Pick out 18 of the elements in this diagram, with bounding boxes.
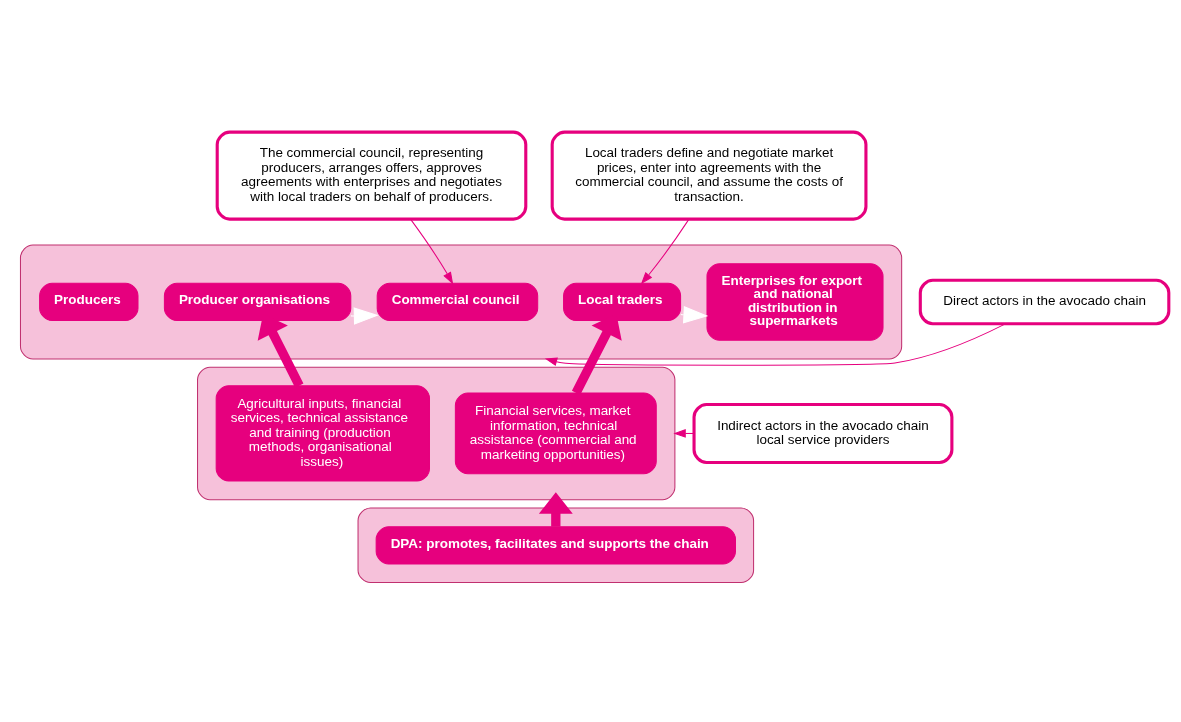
node-box: Producer organisations: [163, 282, 352, 321]
node-box: DPA: promotes, facilitates and supports the chain: [375, 525, 736, 564]
node-box: Direct actors in the avocado chain: [918, 278, 1171, 325]
node-box: Local traders: [563, 282, 682, 321]
node-box: Enterprises for export and national distribution in supermarkets: [706, 262, 884, 341]
arrow: [410, 218, 454, 284]
node-box: Agricultural inputs, financial services, technical assistance and training (production methods, organisational issues): [215, 384, 430, 482]
arrow: [544, 322, 1006, 366]
node-box: Indirect actors in the avocado chain local service providers: [692, 402, 954, 464]
cluster: [197, 366, 676, 500]
node-box: Producers: [39, 282, 139, 321]
arrow: [350, 306, 379, 325]
arrow: [640, 218, 690, 284]
cluster: [19, 244, 903, 359]
node-box: Local traders define and negotiate market prices, enter into agreements with the commercial council, and assume the costs of transaction.: [550, 130, 868, 221]
node-box: The commercial council, representing producers, arranges offers, approves agreements with enterprises and negotiates with local traders on behalf of producers.: [215, 130, 528, 221]
node-box: Financial services, market information, technical assistance (commercial and marketing opportunities): [454, 392, 657, 474]
node-box: Commercial council: [376, 282, 539, 321]
